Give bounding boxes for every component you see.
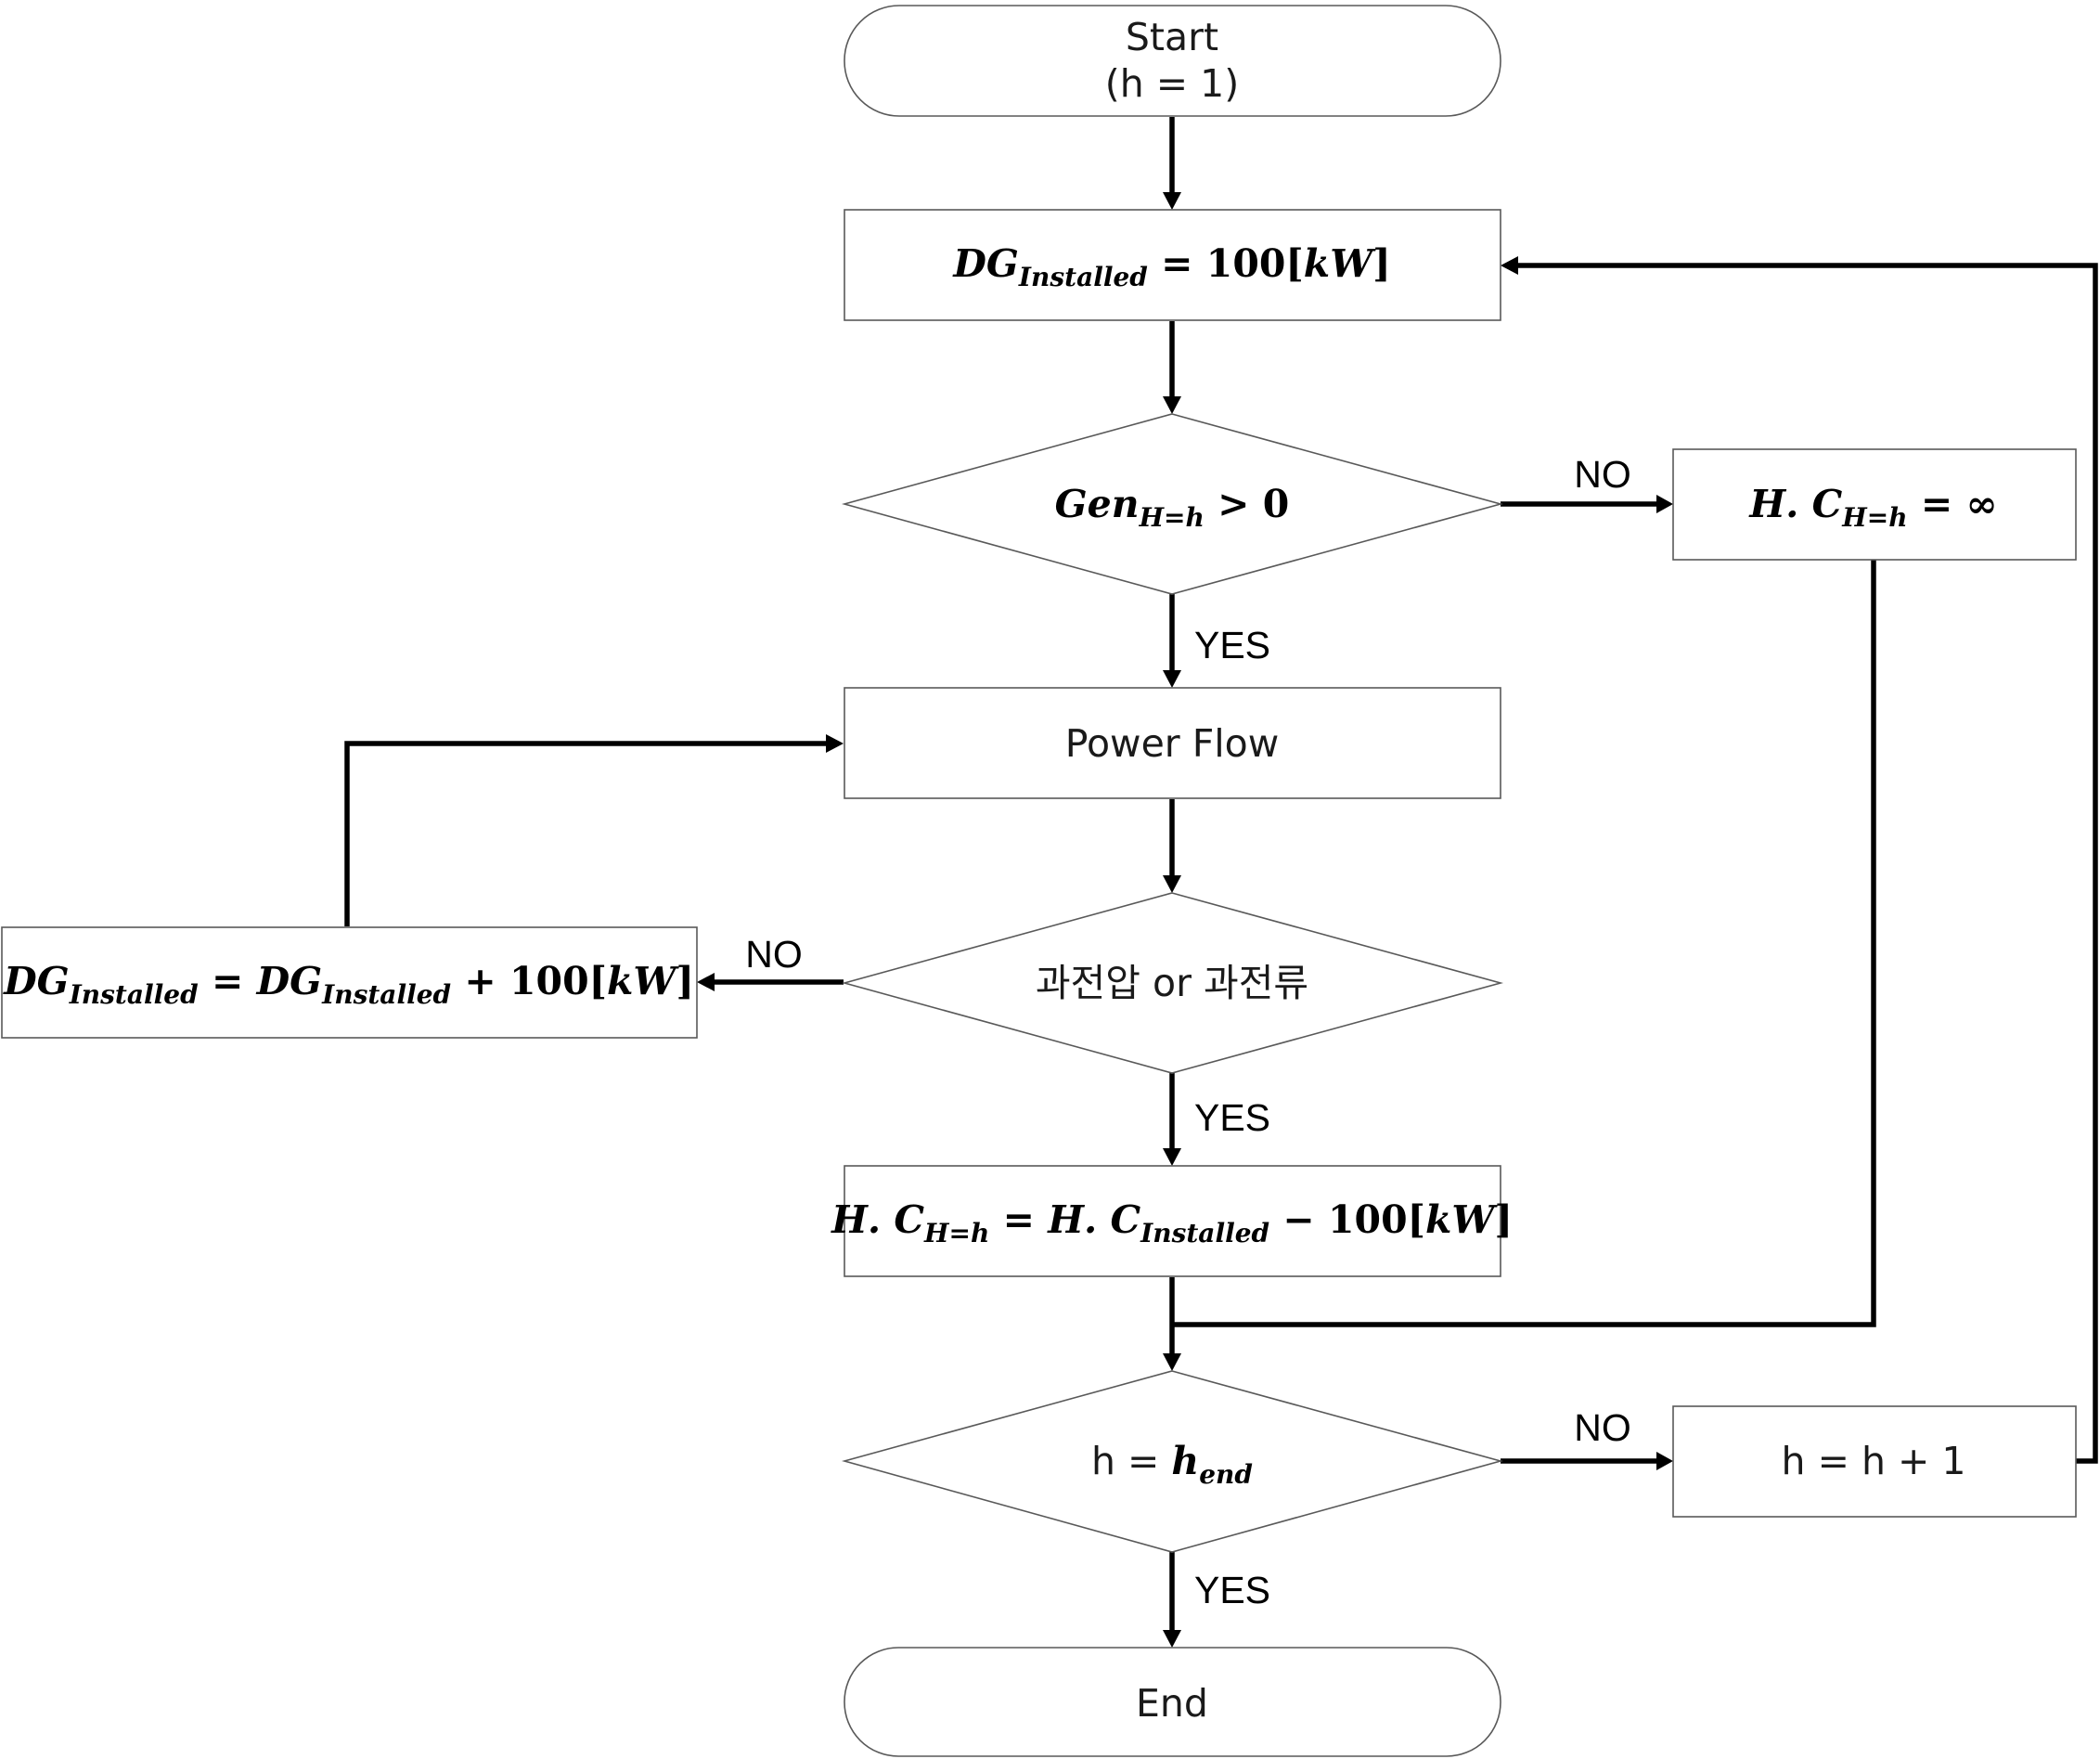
edge-dg-init-to-gen-check bbox=[1163, 321, 1181, 414]
hc-infinity-process: H. CH=h = ∞ bbox=[1672, 448, 2077, 561]
over-check-label: 과전압 or 과전류 bbox=[1036, 961, 1308, 1005]
dg-init-process: DGInstalled = 100[kW] bbox=[844, 209, 1501, 321]
h-end-check-var: h bbox=[1171, 1439, 1199, 1483]
dg-init-rhs: = 100[ bbox=[1148, 241, 1304, 286]
edge-h-increment-loop bbox=[1501, 256, 2098, 1464]
hc-result-var1: H. C bbox=[831, 1197, 924, 1242]
dg-increment-sub2: Installed bbox=[321, 979, 451, 1010]
start-sublabel: (h = 1) bbox=[1105, 61, 1239, 106]
dg-increment-sub1: Installed bbox=[69, 979, 199, 1010]
gen-no-label: NO bbox=[1574, 453, 1631, 496]
edge-h-end-check-yes bbox=[1163, 1552, 1181, 1648]
power-flow-label: Power Flow bbox=[1065, 721, 1280, 766]
dg-init-sub: Installed bbox=[1018, 262, 1148, 292]
dg-increment-process: DGInstalled = DGInstalled + 100[kW] bbox=[1, 926, 698, 1039]
hc-infinity-sub: H=h bbox=[1841, 502, 1907, 533]
hc-result-unit: kW bbox=[1425, 1197, 1498, 1242]
hend-yes-label: YES bbox=[1194, 1569, 1270, 1611]
dg-init-formula: DGInstalled = 100[kW] bbox=[952, 241, 1390, 292]
hc-infinity-var: H. C bbox=[1748, 482, 1842, 526]
edge-hc-inf-to-merge bbox=[1172, 560, 1876, 1327]
dg-increment-var2: DG bbox=[256, 959, 323, 1003]
h-increment-process: h = h + 1 bbox=[1672, 1405, 2077, 1518]
gen-check-formula: GenH=h > 0 bbox=[1055, 482, 1290, 533]
dg-init-close: ] bbox=[1372, 241, 1390, 286]
edge-gen-check-no bbox=[1501, 495, 1673, 513]
dg-increment-unit: kW bbox=[607, 959, 679, 1003]
hend-no-label: NO bbox=[1574, 1406, 1631, 1449]
over-no-label: NO bbox=[745, 933, 803, 976]
h-increment-label: h = h + 1 bbox=[1782, 1439, 1966, 1483]
h-end-check-lhs: h = bbox=[1091, 1439, 1171, 1483]
edge-over-check-yes bbox=[1163, 1073, 1181, 1166]
dg-increment-formula: DGInstalled = DGInstalled + 100[kW] bbox=[3, 959, 694, 1010]
h-end-check-decision: h = hend bbox=[841, 1370, 1504, 1553]
hc-result-close: ] bbox=[1494, 1197, 1512, 1242]
edge-dg-increment-loop bbox=[344, 734, 844, 926]
over-yes-label: YES bbox=[1194, 1096, 1270, 1139]
edge-labels: NO YES NO YES NO YES bbox=[745, 453, 1631, 1611]
hc-infinity-formula: H. CH=h = ∞ bbox=[1748, 482, 1997, 533]
dg-increment-close: ] bbox=[676, 959, 693, 1003]
hc-result-var2: H. C bbox=[1047, 1197, 1140, 1242]
h-end-check-sub: end bbox=[1199, 1459, 1253, 1490]
hc-result-eq: = bbox=[989, 1197, 1048, 1242]
start-label: Start bbox=[1126, 15, 1218, 59]
edge-h-end-check-no bbox=[1501, 1452, 1673, 1470]
start-node: Start (h = 1) bbox=[844, 5, 1501, 117]
over-check-decision: 과전압 or 과전류 bbox=[841, 892, 1504, 1074]
h-end-check-formula: h = hend bbox=[1091, 1439, 1253, 1490]
edge-hc-result-to-h-end-check bbox=[1163, 1277, 1181, 1371]
power-flow-process: Power Flow bbox=[844, 687, 1501, 799]
edge-gen-check-yes bbox=[1163, 594, 1181, 688]
edges bbox=[344, 117, 2098, 1648]
hc-infinity-rhs: = ∞ bbox=[1908, 482, 1998, 526]
dg-increment-var1: DG bbox=[3, 959, 70, 1003]
end-node: End bbox=[844, 1647, 1501, 1757]
end-label: End bbox=[1136, 1681, 1208, 1726]
dg-init-unit: kW bbox=[1304, 241, 1376, 286]
hc-result-rhs: − 100[ bbox=[1269, 1197, 1425, 1242]
dg-increment-eq: = bbox=[199, 959, 257, 1003]
hc-result-sub2: Installed bbox=[1140, 1218, 1269, 1248]
edge-over-check-no bbox=[697, 973, 844, 991]
hc-result-process: H. CH=h = H. CInstalled − 100[kW] bbox=[831, 1165, 1513, 1277]
gen-check-decision: GenH=h > 0 bbox=[841, 413, 1504, 595]
edge-start-to-dg-init bbox=[1163, 117, 1181, 210]
edge-power-flow-to-over-check bbox=[1163, 799, 1181, 893]
gen-yes-label: YES bbox=[1194, 624, 1270, 666]
dg-increment-rhs: + 100[ bbox=[451, 959, 607, 1003]
hc-result-formula: H. CH=h = H. CInstalled − 100[kW] bbox=[831, 1197, 1513, 1248]
gen-check-var: Gen bbox=[1055, 482, 1140, 526]
hc-result-sub1: H=h bbox=[923, 1218, 989, 1248]
dg-init-var: DG bbox=[952, 241, 1019, 286]
gen-check-rhs: > 0 bbox=[1205, 482, 1289, 526]
gen-check-sub: H=h bbox=[1139, 502, 1205, 533]
